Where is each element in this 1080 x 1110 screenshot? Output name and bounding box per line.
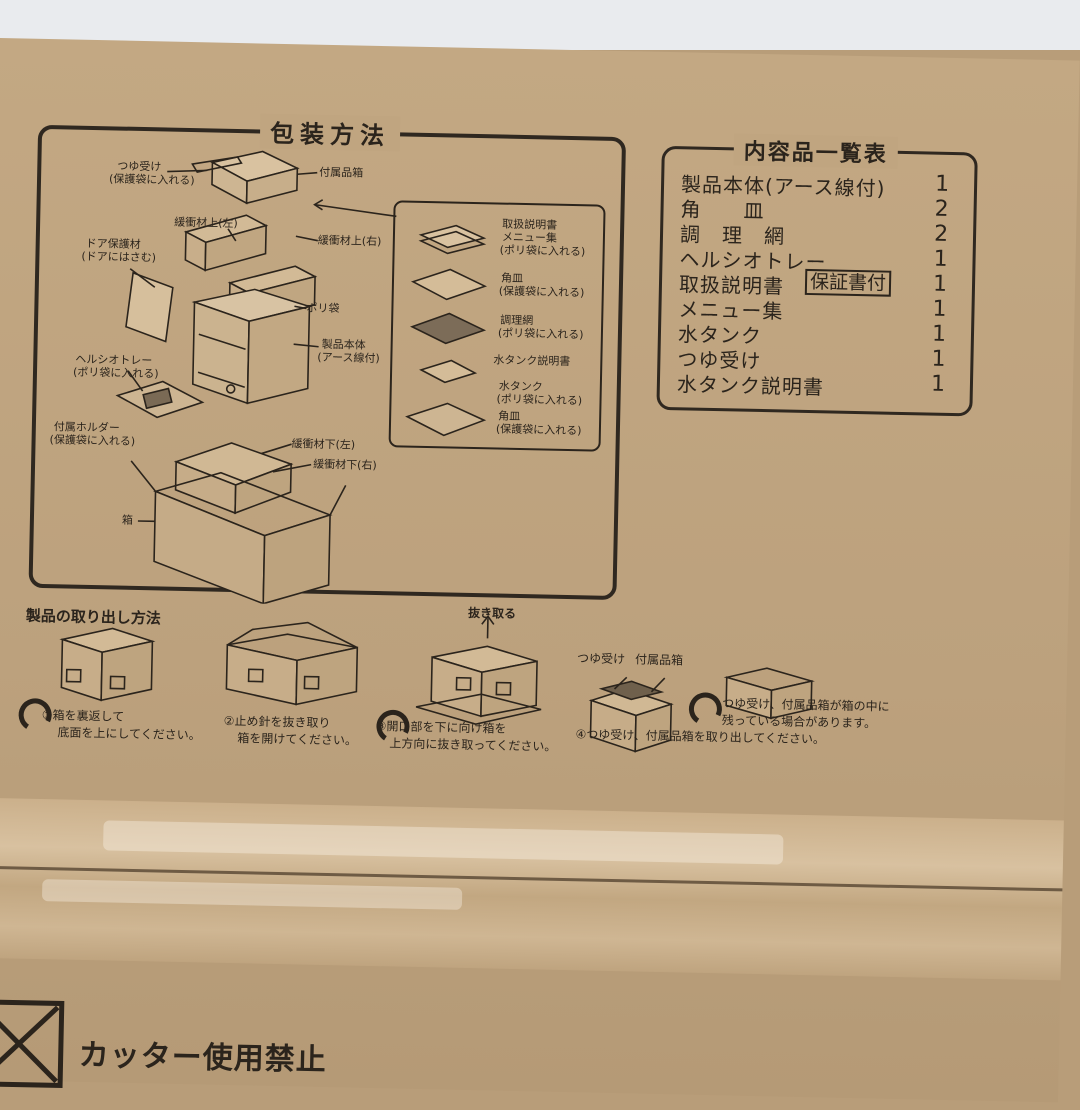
inset-label-grill-note: (ポリ袋に入れる) xyxy=(498,327,584,341)
contents-list-title: 内容品一覧表 xyxy=(733,133,898,168)
label-holder-note: (保護袋に入れる) xyxy=(49,434,135,448)
label-cushion-bottom-left: 緩衝材下(左) xyxy=(291,438,355,451)
step-1-line-2: 底面を上にしてください。 xyxy=(57,724,201,744)
label-cushion-bottom-right: 緩衝材下(右) xyxy=(313,459,377,472)
contents-item-name: 水タンク説明書 xyxy=(677,368,825,400)
label-main-unit-note: (アース線付) xyxy=(317,352,380,365)
no-cutter-icon xyxy=(0,998,66,1090)
label-tsuyu: つゆ受け xyxy=(117,160,161,173)
step-2-line-2: 箱を開けてください。 xyxy=(237,730,357,750)
inset-label-tank-note: (ポリ袋に入れる) xyxy=(496,393,582,407)
contents-item-qty: 2 xyxy=(934,197,949,222)
contents-item-qty: 1 xyxy=(935,172,950,197)
inset-label-manual-note: (ポリ袋に入れる) xyxy=(500,245,586,259)
step-4-label-tsuyu: つゆ受け xyxy=(577,650,625,668)
contents-item-qty: 1 xyxy=(933,247,948,272)
pull-out-label: 抜き取る xyxy=(468,604,516,622)
label-healthio-note: (ポリ袋に入れる) xyxy=(73,367,159,381)
contents-item-qty: 1 xyxy=(932,297,947,322)
inset-label-tank: 水タンク xyxy=(499,381,543,394)
inset-label-manual-2: メニュー集 xyxy=(502,232,557,245)
label-cushion-top-right: 緩衝材上(右) xyxy=(318,235,382,248)
contents-item-qty: 1 xyxy=(931,347,946,372)
step-3-line-2: 上方向に抜き取ってください。 xyxy=(389,735,556,755)
inset-label-tray-note: (保護袋に入れる) xyxy=(499,286,585,300)
inset-label-grill: 調理網 xyxy=(500,315,533,328)
step-4-note-line-2: 残っている場合があります。 xyxy=(722,712,877,732)
inset-label-tray: 角皿 xyxy=(501,273,523,285)
inset-label-tray2: 角皿 xyxy=(498,411,520,423)
contents-item-qty: 1 xyxy=(931,372,946,397)
contents-item-qty: 1 xyxy=(932,322,947,347)
step-1-line-1: ①箱を裏返して xyxy=(42,707,125,726)
label-poly-bag: ポリ袋 xyxy=(306,302,339,315)
inset-label-tray2-note: (保護袋に入れる) xyxy=(496,423,582,437)
cardboard-box: 包装方法 xyxy=(0,38,1080,1102)
contents-item-qty: 1 xyxy=(933,272,948,297)
label-cushion-top-left: 緩衝材上(左) xyxy=(174,217,238,230)
step-4-label-box: 付属品箱 xyxy=(635,651,683,669)
label-main-unit: 製品本体 xyxy=(322,339,366,352)
label-box: 箱 xyxy=(122,515,133,527)
label-accessory-box: 付属品箱 xyxy=(319,167,363,180)
inset-label-tank-manual: 水タンク説明書 xyxy=(493,354,570,368)
warranty-badge: 保証書付 xyxy=(805,269,892,297)
label-door-note: (ドアにはさむ) xyxy=(81,251,156,265)
contents-item-qty: 2 xyxy=(934,222,949,247)
no-cutter-warning: カッター使用禁止 xyxy=(78,1030,327,1079)
packing-diagram xyxy=(0,38,640,611)
label-tsuyu-note: (保護袋に入れる) xyxy=(109,173,195,187)
